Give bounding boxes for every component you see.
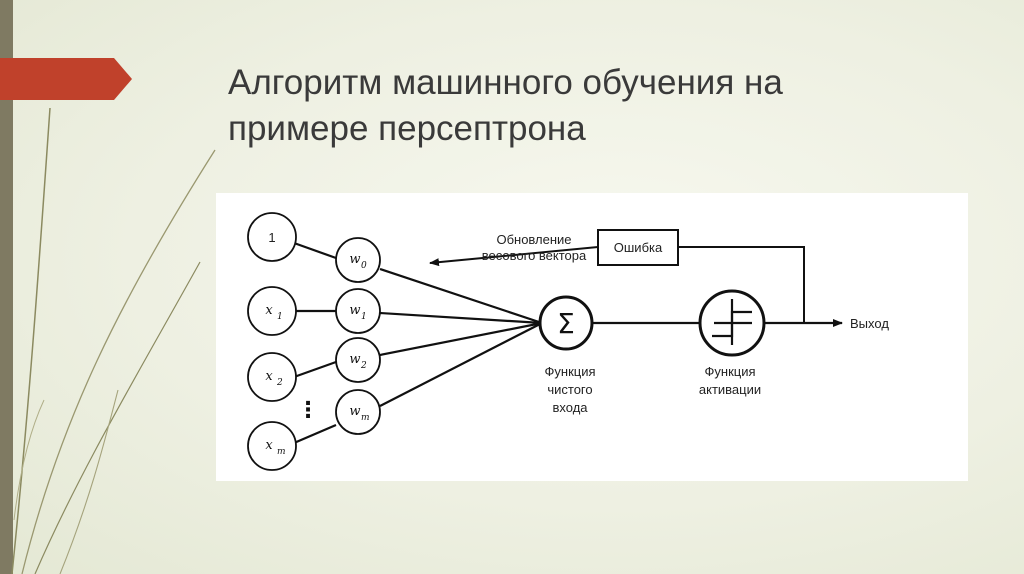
input-node-x1-label: x — [265, 303, 273, 318]
weight-node-w0-label: w — [349, 252, 360, 267]
weight-node-wm-sub: m — [361, 413, 370, 423]
weight-node-w0-sub: 0 — [361, 261, 367, 271]
activation-label-line-1: Функция — [705, 364, 756, 379]
input-node-1: 1 — [247, 212, 297, 262]
perceptron-diagram: 1 x 1 x 2 x m ⋮ w 0 w 1 — [216, 193, 968, 481]
weight-node-wm-label: w — [349, 404, 360, 419]
feedback-line — [678, 246, 805, 323]
left-sidebar-bar — [0, 0, 13, 574]
output-label: Выход — [850, 316, 889, 331]
slide-title-line-2: примере персептрона — [228, 109, 586, 148]
weight-update-arrow — [429, 246, 599, 267]
input-node-x2-sub: 2 — [276, 378, 283, 388]
input-node-x1: x 1 — [247, 286, 297, 336]
weight-node-w2: w 2 — [335, 337, 381, 383]
net-input-label-line-1: Функция — [545, 364, 596, 379]
inputs-ellipsis: ⋮ — [297, 398, 319, 423]
input-node-x2-label: x — [265, 369, 273, 384]
weight-node-wm: w m — [335, 389, 381, 435]
slide-title: Алгоритм машинного обучения на примере п… — [228, 60, 988, 152]
input-node-xm: x m — [247, 421, 297, 471]
weight-node-w1-sub: 1 — [361, 312, 367, 322]
step-function-icon — [712, 299, 752, 345]
error-label: Ошибка — [614, 240, 663, 255]
net-input-label-line-2: чистого — [547, 382, 592, 397]
decorative-curves — [11, 107, 216, 574]
input-node-1-label: 1 — [268, 230, 275, 245]
net-input-label-line-3: входа — [552, 400, 588, 415]
input-node-xm-sub: m — [277, 447, 286, 457]
weight-node-w2-sub: 2 — [360, 361, 367, 371]
update-label-line-2: весового вектора — [482, 248, 587, 263]
slide-title-line-1: Алгоритм машинного обучения на — [228, 63, 783, 102]
input-node-xm-label: x — [265, 438, 273, 453]
weight-node-w2-label: w — [349, 352, 360, 367]
title-accent-arrow — [0, 58, 132, 100]
input-weight-connections — [293, 241, 337, 445]
input-node-x1-sub: 1 — [277, 312, 283, 322]
update-label-line-1: Обновление — [496, 232, 571, 247]
perceptron-diagram-svg: 1 x 1 x 2 x m ⋮ w 0 w 1 — [247, 212, 889, 471]
activation-label-line-2: активации — [699, 382, 761, 397]
error-box: Ошибка — [597, 229, 679, 266]
weight-node-w1: w 1 — [335, 288, 381, 334]
sum-symbol: Σ — [557, 307, 575, 340]
weight-sum-connections — [379, 267, 543, 407]
activation-node — [698, 289, 766, 357]
weight-node-w1-label: w — [349, 303, 360, 318]
net-input-sum-node: Σ — [538, 295, 594, 351]
input-node-x2: x 2 — [247, 352, 297, 402]
weight-node-w0: w 0 — [335, 237, 381, 283]
